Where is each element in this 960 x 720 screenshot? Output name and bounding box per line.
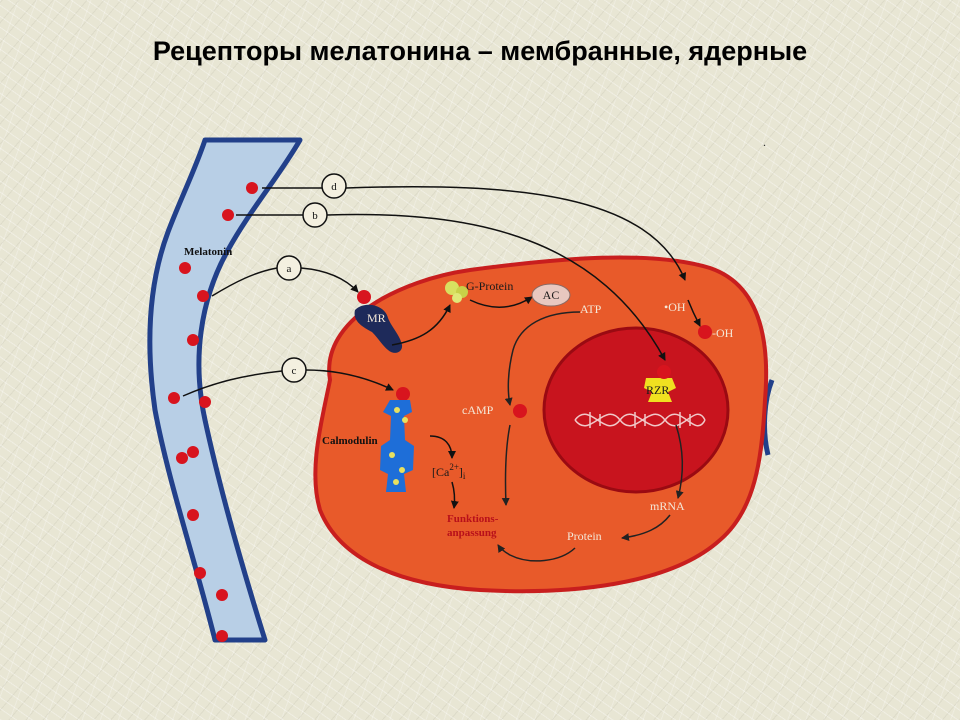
arrow-camp-funktions xyxy=(501,424,511,506)
funktions-label-1: Funktions- xyxy=(447,513,499,525)
slide-title: Рецепторы мелатонина – мембранные, ядерн… xyxy=(152,36,808,66)
dna-helix xyxy=(574,412,706,428)
ca-label: [Ca2+]i xyxy=(432,462,466,481)
oh-melatonin xyxy=(698,325,712,339)
nucleus xyxy=(542,326,730,494)
membrane-receptor: MR xyxy=(354,290,403,353)
camp-label: cAMP xyxy=(462,403,494,417)
calmodulin xyxy=(380,400,414,492)
pathway-b: b xyxy=(236,202,666,361)
pathway-c: c xyxy=(182,357,394,397)
melatonin-label: Melatonin xyxy=(184,246,232,258)
rzr-label: RZR xyxy=(646,383,669,397)
pathway-d: d xyxy=(262,173,687,281)
mrna-label: mRNA xyxy=(650,499,685,513)
calcium-label: [Ca2+]i xyxy=(432,462,466,481)
pathway-label-d: d xyxy=(331,181,337,193)
adenylate-cyclase: AC xyxy=(531,283,571,307)
oh-product-label: -OH xyxy=(712,326,734,340)
stray-dot: . xyxy=(763,135,766,149)
funktions-label-2: anpassung xyxy=(447,527,497,539)
arrow-protein-funktions xyxy=(497,544,576,562)
pathway-label-c: c xyxy=(292,365,297,377)
pathway-a: a xyxy=(211,255,359,297)
mr-label: MR xyxy=(367,311,386,325)
rzr-receptor: RZR xyxy=(644,365,676,402)
arrow-atp-camp xyxy=(504,311,581,406)
arrow-calmodulin-ca xyxy=(429,435,456,459)
g-protein-label: G-Protein xyxy=(466,279,513,293)
arrow-mrna-protein xyxy=(621,514,671,542)
arrow-gprotein-ac xyxy=(469,296,533,309)
ac-label: AC xyxy=(543,288,560,302)
arrow-oh xyxy=(687,299,701,327)
g-protein: G-Protein xyxy=(445,279,513,303)
arrow-mr-gprotein xyxy=(391,304,451,346)
arrow-ca-funktions xyxy=(450,481,459,509)
protein-label: Protein xyxy=(567,529,602,543)
calmodulin-melatonin xyxy=(396,387,410,401)
atp-label: ATP xyxy=(580,302,602,316)
oh-radical-label: •OH xyxy=(664,300,686,314)
calmodulin-label: Calmodulin xyxy=(322,435,378,447)
camp-molecule xyxy=(513,404,527,418)
pathway-label-a: a xyxy=(287,263,292,275)
arrow-rzr-mrna xyxy=(675,424,684,499)
pathway-label-b: b xyxy=(312,210,318,222)
melatonin-molecules xyxy=(168,182,258,642)
